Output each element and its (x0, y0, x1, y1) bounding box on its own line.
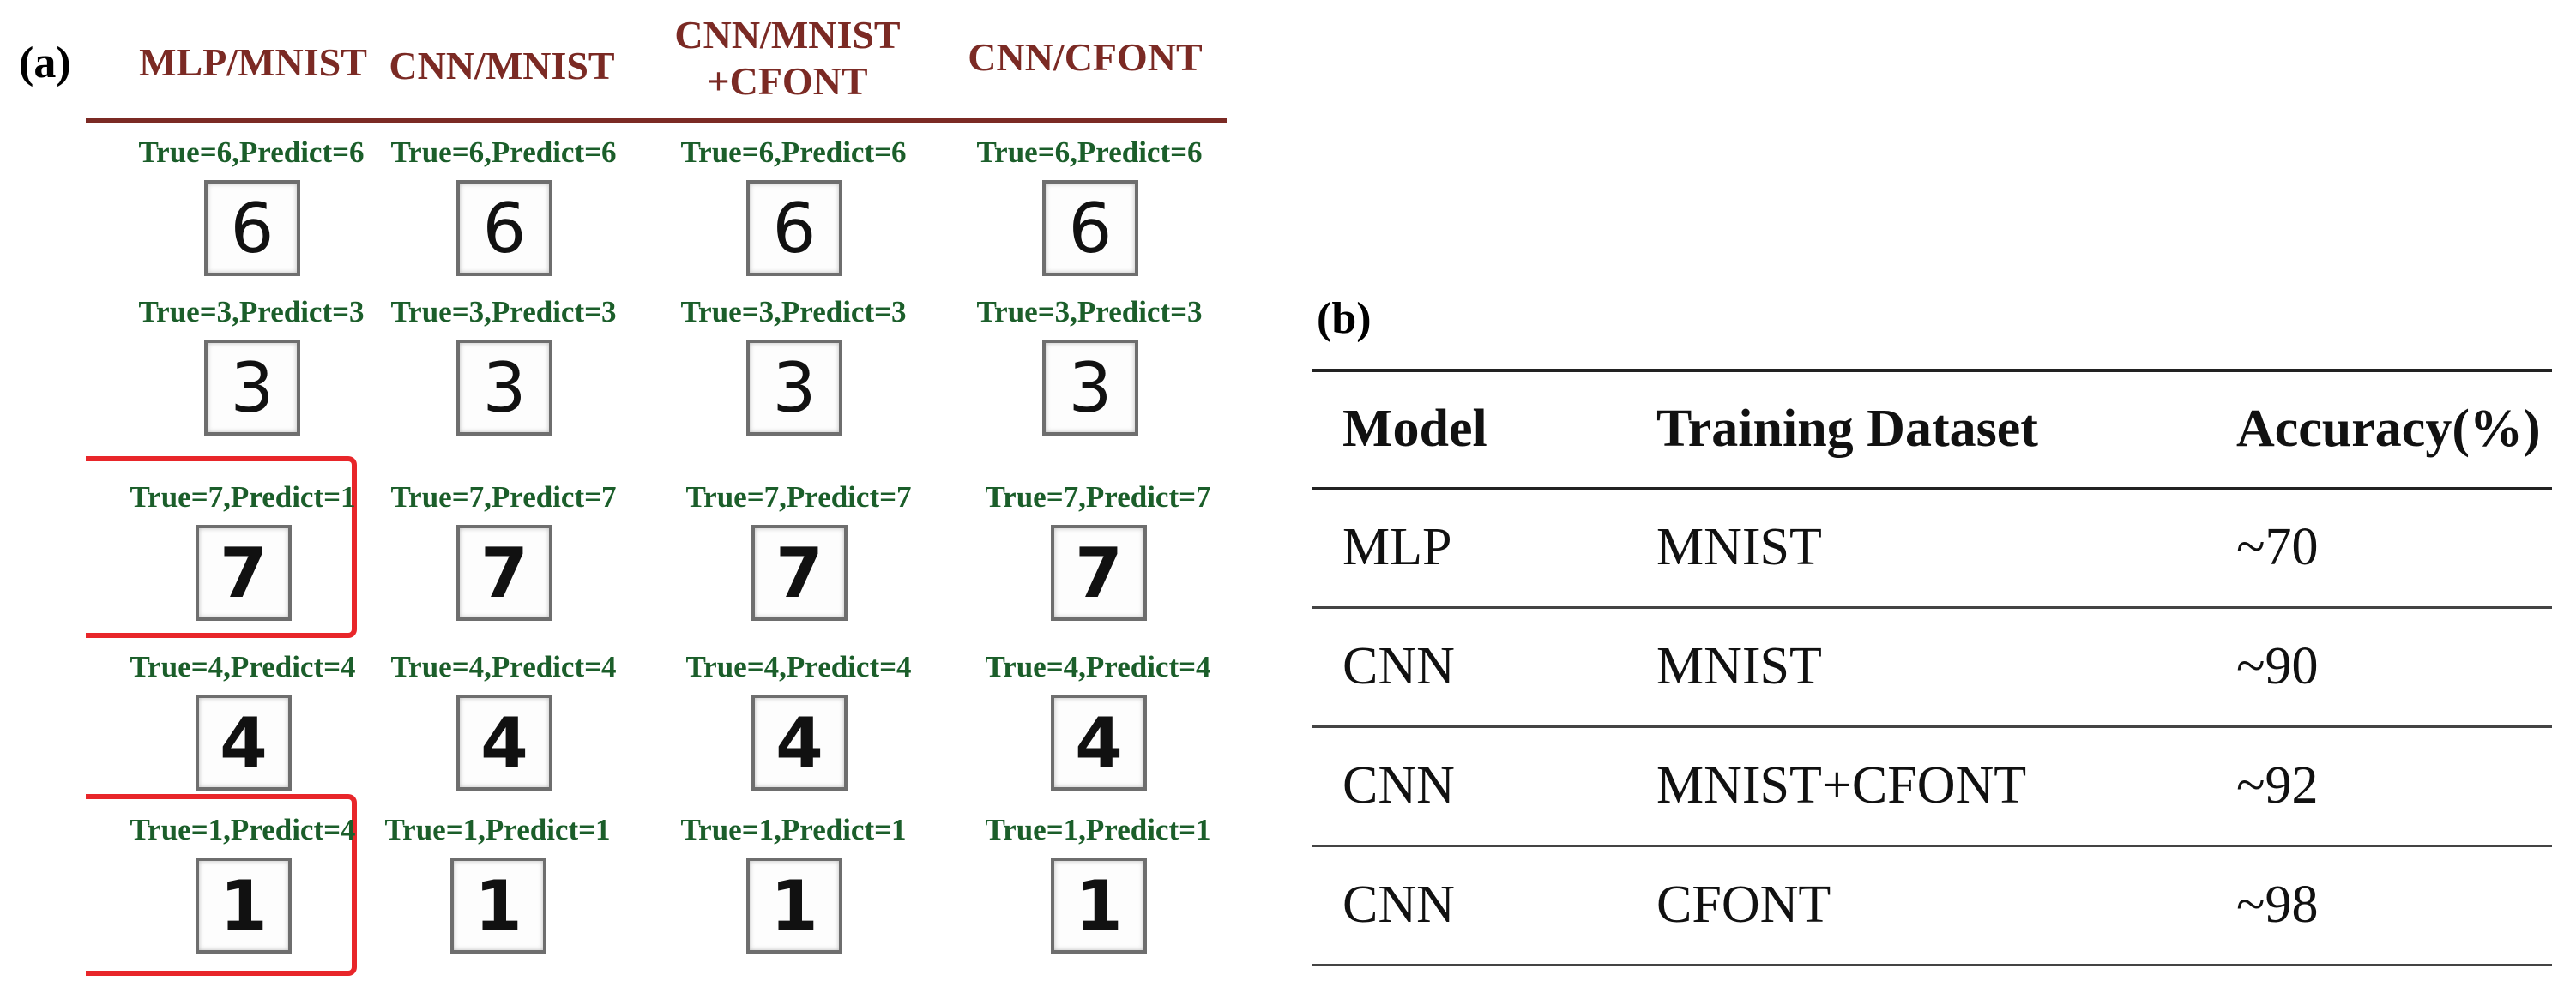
sample-cell: True=1,Predict=1 1 (948, 813, 1248, 993)
prediction-label: True=3,Predict=3 (976, 295, 1203, 328)
header-rule (86, 118, 1227, 123)
digit-image: 3 (204, 340, 300, 436)
digit-image: 1 (450, 858, 546, 954)
panel-b-label: (b) (1317, 294, 1372, 343)
digit-image: 3 (456, 340, 552, 436)
sample-cell: True=4,Predict=4 4 (948, 650, 1248, 830)
sample-cell: True=4,Predict=4 4 (649, 650, 949, 830)
sample-cell: True=7,Predict=7 7 (649, 480, 949, 660)
column-header-cnn-cfont: CNN/CFONT (968, 35, 1203, 79)
sample-cell: True=6,Predict=6 6 (353, 135, 654, 316)
prediction-label: True=7,Predict=1 (130, 480, 356, 514)
prediction-label: True=7,Predict=7 (685, 480, 912, 514)
sample-cell: True=3,Predict=3 3 (939, 295, 1240, 475)
sample-cell: True=3,Predict=3 3 (353, 295, 654, 475)
digit-image: 6 (204, 180, 300, 276)
sample-cell: True=3,Predict=3 3 (101, 295, 401, 475)
digit-image: 6 (746, 180, 842, 276)
prediction-label: True=7,Predict=7 (985, 480, 1211, 514)
prediction-label: True=6,Predict=6 (680, 135, 907, 169)
misclassified-highlight (86, 794, 357, 976)
cell-model: CNN (1342, 756, 1455, 815)
cell-dataset: MNIST+CFONT (1656, 756, 2027, 815)
digit-image: 1 (1051, 858, 1147, 954)
cell-dataset: MNIST (1656, 637, 1822, 695)
cell-model: CNN (1342, 637, 1455, 695)
prediction-label: True=3,Predict=3 (138, 295, 365, 328)
column-header-cnn-mnist: CNN/MNIST (389, 44, 615, 87)
panel-a-label: (a) (19, 39, 71, 87)
sample-cell: True=1,Predict=1 1 (347, 813, 648, 993)
results-table: Model Training Dataset Accuracy(%) MLP M… (1312, 369, 2552, 966)
prediction-label: True=1,Predict=1 (680, 813, 907, 846)
prediction-label: True=4,Predict=4 (685, 650, 912, 683)
prediction-label: True=7,Predict=7 (390, 480, 617, 514)
prediction-label: True=1,Predict=1 (985, 813, 1211, 846)
prediction-label: True=4,Predict=4 (390, 650, 617, 683)
digit-image: 7 (196, 525, 292, 621)
sample-cell: True=7,Predict=1 7 (93, 480, 393, 660)
prediction-label: True=3,Predict=3 (680, 295, 907, 328)
header-training-dataset: Training Dataset (1656, 400, 2038, 459)
sample-cell: True=6,Predict=6 6 (643, 135, 944, 316)
digit-image: 3 (746, 340, 842, 436)
digit-image: 4 (1051, 695, 1147, 791)
prediction-label: True=4,Predict=4 (130, 650, 356, 683)
panel-a: (a) MLP/MNIST CNN/MNIST CNN/MNIST +CFONT… (0, 0, 1287, 990)
sample-cell: True=1,Predict=1 1 (643, 813, 944, 993)
cell-dataset: CFONT (1656, 876, 1831, 934)
digit-image: 7 (751, 525, 848, 621)
digit-image: 6 (456, 180, 552, 276)
prediction-label: True=6,Predict=6 (390, 135, 617, 169)
column-header-mlp-mnist: MLP/MNIST (139, 40, 367, 84)
column-header-cnn-mnist-cfont: CNN/MNIST +CFONT (674, 13, 901, 103)
table-header-row: Model Training Dataset Accuracy(%) (1312, 370, 2552, 488)
digit-image: 1 (746, 858, 842, 954)
table-row: MLP MNIST ~70 (1312, 488, 2552, 607)
digit-image: 4 (751, 695, 848, 791)
cell-accuracy: ~98 (2236, 876, 2319, 934)
sample-cell: True=1,Predict=4 1 (93, 813, 393, 993)
digit-image: 6 (1042, 180, 1138, 276)
prediction-label: True=4,Predict=4 (985, 650, 1211, 683)
cell-accuracy: ~90 (2236, 637, 2319, 695)
cell-dataset: MNIST (1656, 518, 1822, 576)
sample-cell: True=3,Predict=3 3 (643, 295, 944, 475)
prediction-label: True=1,Predict=1 (384, 813, 611, 846)
digit-image: 7 (1051, 525, 1147, 621)
prediction-label: True=6,Predict=6 (138, 135, 365, 169)
digit-image: 3 (1042, 340, 1138, 436)
cell-accuracy: ~92 (2236, 756, 2319, 815)
digit-image: 4 (196, 695, 292, 791)
table-row: CNN MNIST+CFONT ~92 (1312, 726, 2552, 846)
prediction-label: True=1,Predict=4 (130, 813, 356, 846)
table-row: CNN MNIST ~90 (1312, 607, 2552, 726)
sample-cell: True=4,Predict=4 4 (93, 650, 393, 830)
digit-image: 1 (196, 858, 292, 954)
sample-cell: True=6,Predict=6 6 (939, 135, 1240, 316)
header-accuracy: Accuracy(%) (2236, 400, 2541, 459)
cell-model: MLP (1342, 518, 1452, 576)
prediction-label: True=6,Predict=6 (976, 135, 1203, 169)
sample-cell: True=7,Predict=7 7 (353, 480, 654, 660)
table-row: CNN CFONT ~98 (1312, 846, 2552, 965)
prediction-label: True=3,Predict=3 (390, 295, 617, 328)
digit-image: 4 (456, 695, 552, 791)
cell-model: CNN (1342, 876, 1455, 934)
digit-image: 7 (456, 525, 552, 621)
sample-cell: True=7,Predict=7 7 (948, 480, 1248, 660)
cell-accuracy: ~70 (2236, 518, 2319, 576)
sample-cell: True=4,Predict=4 4 (353, 650, 654, 830)
misclassified-highlight (86, 456, 357, 638)
header-model: Model (1342, 400, 1487, 459)
sample-cell: True=6,Predict=6 6 (101, 135, 401, 316)
